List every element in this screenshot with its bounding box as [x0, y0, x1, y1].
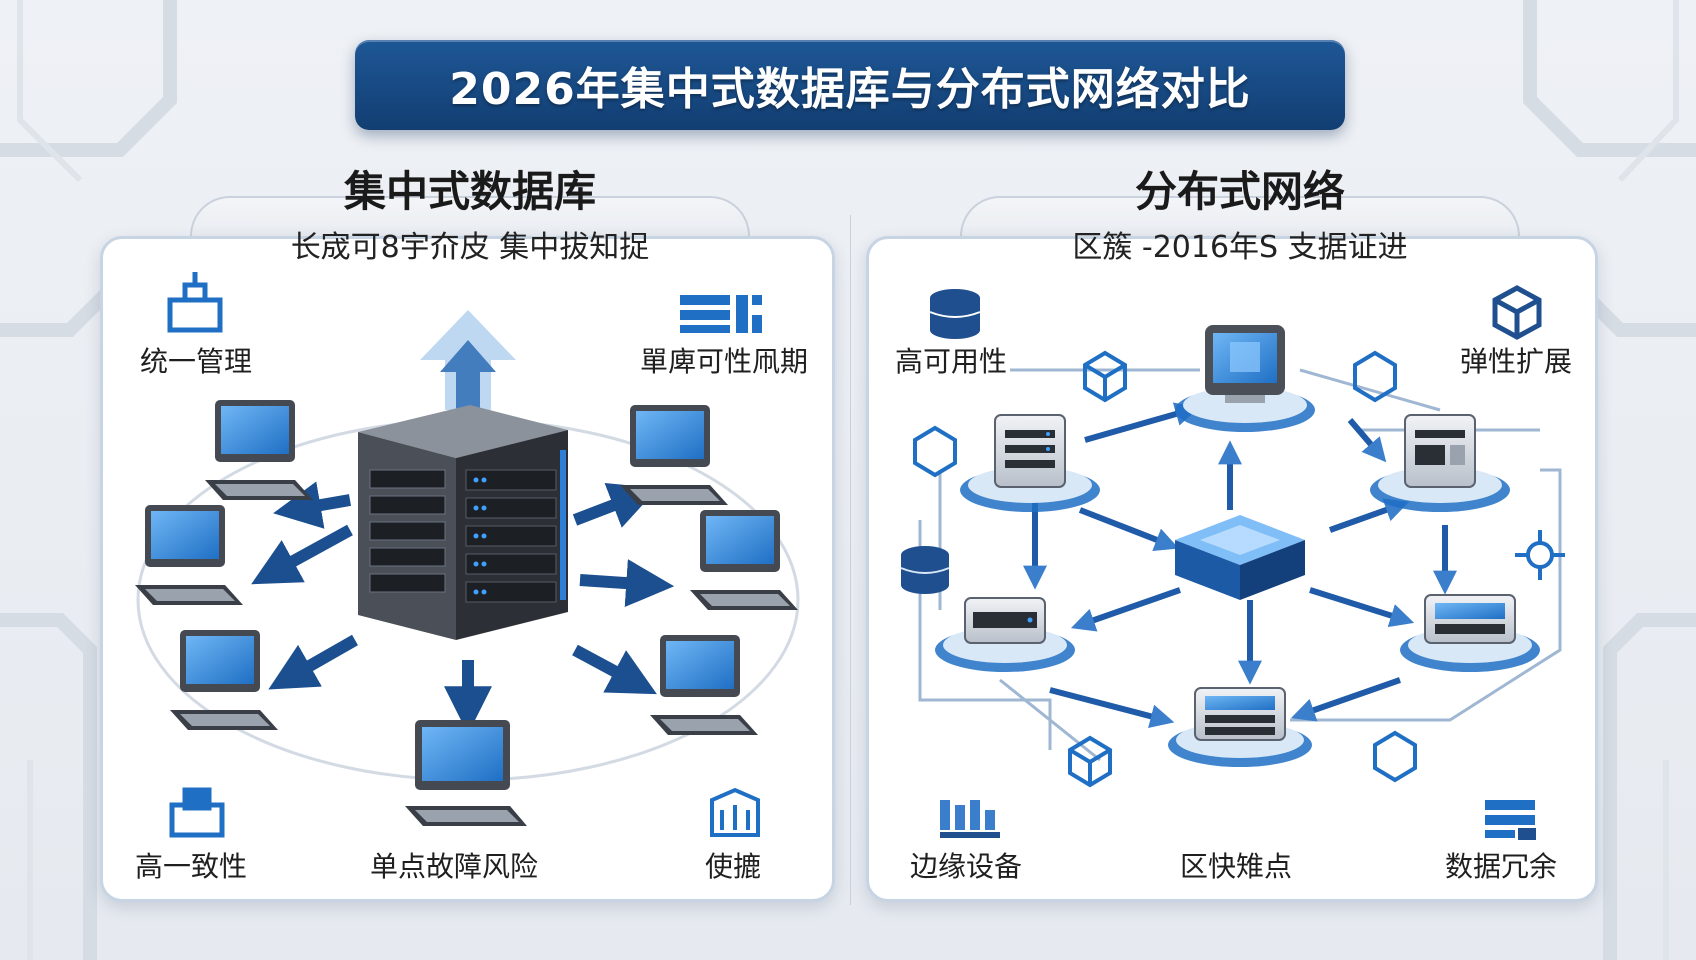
storage-node-icon [935, 597, 1075, 672]
grid-icon [940, 800, 1000, 838]
title-banner: 2026年集中式数据库与分布式网络对比 [355, 40, 1345, 130]
label-unified-management: 统一管理 [140, 345, 253, 378]
building-icon [710, 787, 760, 837]
monitor-node-icon [1175, 325, 1315, 432]
consistency-icon [169, 787, 225, 838]
cube-icon [913, 425, 957, 478]
label-high-availability: 高可用性 [895, 345, 1008, 378]
database-small-icon [900, 546, 950, 594]
centralized-subtitle: 长宬可8宇夼皮 集中拔知捉 [290, 230, 650, 265]
database-icon [929, 289, 981, 339]
label-high-consistency: 高一致性 [135, 850, 248, 883]
central-server-icon [358, 405, 568, 640]
server-node-icon [1168, 687, 1312, 767]
cube-icon [1083, 350, 1127, 403]
cube-icon [1068, 735, 1112, 788]
label-edge-devices: 边缘设备 [910, 850, 1023, 883]
label-elastic-scaling: 弹性扩展 [1460, 345, 1573, 378]
client-computer-icon [405, 720, 527, 826]
label-top-right-left-panel: 單庳可性凧期 [640, 345, 809, 378]
server-node-icon [960, 414, 1100, 512]
client-computer-icon [690, 510, 798, 610]
dashboard-icon [680, 295, 762, 333]
client-computer-icon [170, 630, 278, 730]
upload-arrow-icon [420, 310, 516, 420]
distributed-subtitle: 区簇 -2016年S 支据证进 [1072, 230, 1408, 265]
distributed-diagram [900, 285, 1565, 840]
centralized-title: 集中式数据库 [343, 167, 596, 216]
storage-icon [1485, 800, 1536, 840]
label-data-redundancy: 数据冗余 [1445, 850, 1558, 883]
cube-icon [1492, 285, 1542, 340]
centralized-diagram [135, 272, 800, 838]
label-blockchain-node: 区快雉点 [1180, 850, 1293, 883]
client-computer-icon [620, 405, 728, 505]
storage-node-icon [1400, 594, 1540, 672]
network-hub-icon [1175, 515, 1305, 600]
client-computer-icon [205, 400, 313, 500]
distributed-title: 分布式网络 [1134, 167, 1345, 216]
client-computer-icon [650, 635, 758, 735]
management-icon [167, 272, 223, 333]
panel-divider [850, 215, 851, 905]
page-title: 2026年集中式数据库与分布式网络对比 [449, 64, 1251, 115]
server-node-icon [1370, 414, 1510, 512]
label-bottom-right-left-panel: 使摝 [705, 850, 762, 883]
hexagon-icon [1373, 730, 1417, 783]
network-node-icon [1515, 530, 1565, 580]
hexagon-icon [1353, 350, 1397, 403]
client-computer-icon [135, 505, 243, 605]
label-single-point-failure: 单点故障风险 [370, 850, 539, 883]
